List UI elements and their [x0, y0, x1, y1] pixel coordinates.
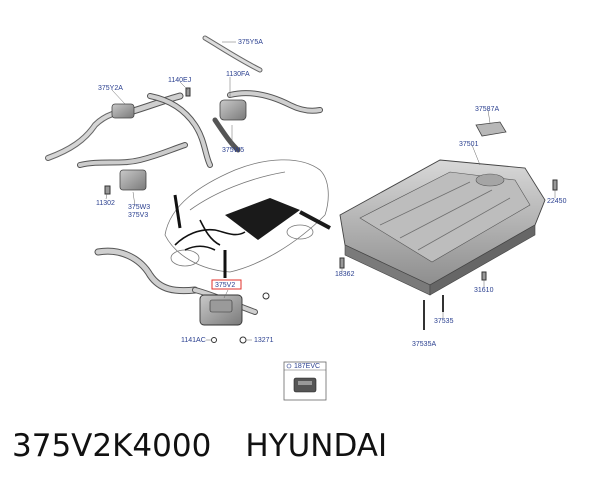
- upper-hose-assembly: [45, 35, 323, 168]
- inset-187evc[interactable]: 187EVC: [283, 361, 327, 401]
- label-18362[interactable]: 18362: [335, 271, 355, 278]
- valve-body-upper: [219, 99, 247, 121]
- part-number: 375V2K4000: [12, 428, 212, 464]
- label-37535[interactable]: 37535: [434, 318, 454, 325]
- label-1130fa[interactable]: 1130FA: [226, 71, 250, 78]
- leader-lines: [105, 41, 556, 341]
- pump-body-left: [119, 169, 147, 191]
- label-13271[interactable]: 13271: [254, 337, 274, 344]
- label-187evc: 187EVC: [294, 363, 320, 370]
- label-375v3[interactable]: 375V3: [128, 212, 148, 219]
- label-375y5a[interactable]: 375Y5A: [238, 39, 263, 46]
- label-375y2a[interactable]: 375Y2A: [98, 85, 123, 92]
- label-375v2[interactable]: 375V2: [215, 282, 235, 289]
- label-31610[interactable]: 31610: [474, 287, 494, 294]
- vehicle-outline: [164, 159, 329, 273]
- part-labels: 375Y5A 375Y2A 1140EJ 1130FA 375W5 11302 …: [96, 39, 567, 348]
- brand-name: HYUNDAI: [245, 428, 388, 464]
- label-1140ej[interactable]: 1140EJ: [168, 77, 191, 84]
- wiring-harness: [173, 194, 246, 278]
- battery-pack-on-vehicle: [225, 198, 300, 240]
- label-37501[interactable]: 37501: [459, 141, 479, 148]
- cover-37587a: [475, 121, 507, 137]
- caption: 375V2K4000 HYUNDAI: [12, 428, 592, 478]
- label-37535a[interactable]: 37535A: [412, 341, 436, 348]
- label-375w5[interactable]: 375W5: [222, 147, 244, 154]
- label-22450[interactable]: 22450: [547, 198, 567, 205]
- label-37587a[interactable]: 37587A: [475, 106, 499, 113]
- highlight-box-375v2[interactable]: [211, 279, 242, 290]
- label-1141ac[interactable]: 1141AC: [181, 337, 206, 344]
- parts-diagram: 375Y5A 375Y2A 1140EJ 1130FA 375W5 11302 …: [45, 35, 567, 401]
- label-11302[interactable]: 11302: [96, 200, 115, 207]
- label-375w3[interactable]: 375W3: [128, 204, 150, 211]
- battery-tray: [339, 159, 546, 296]
